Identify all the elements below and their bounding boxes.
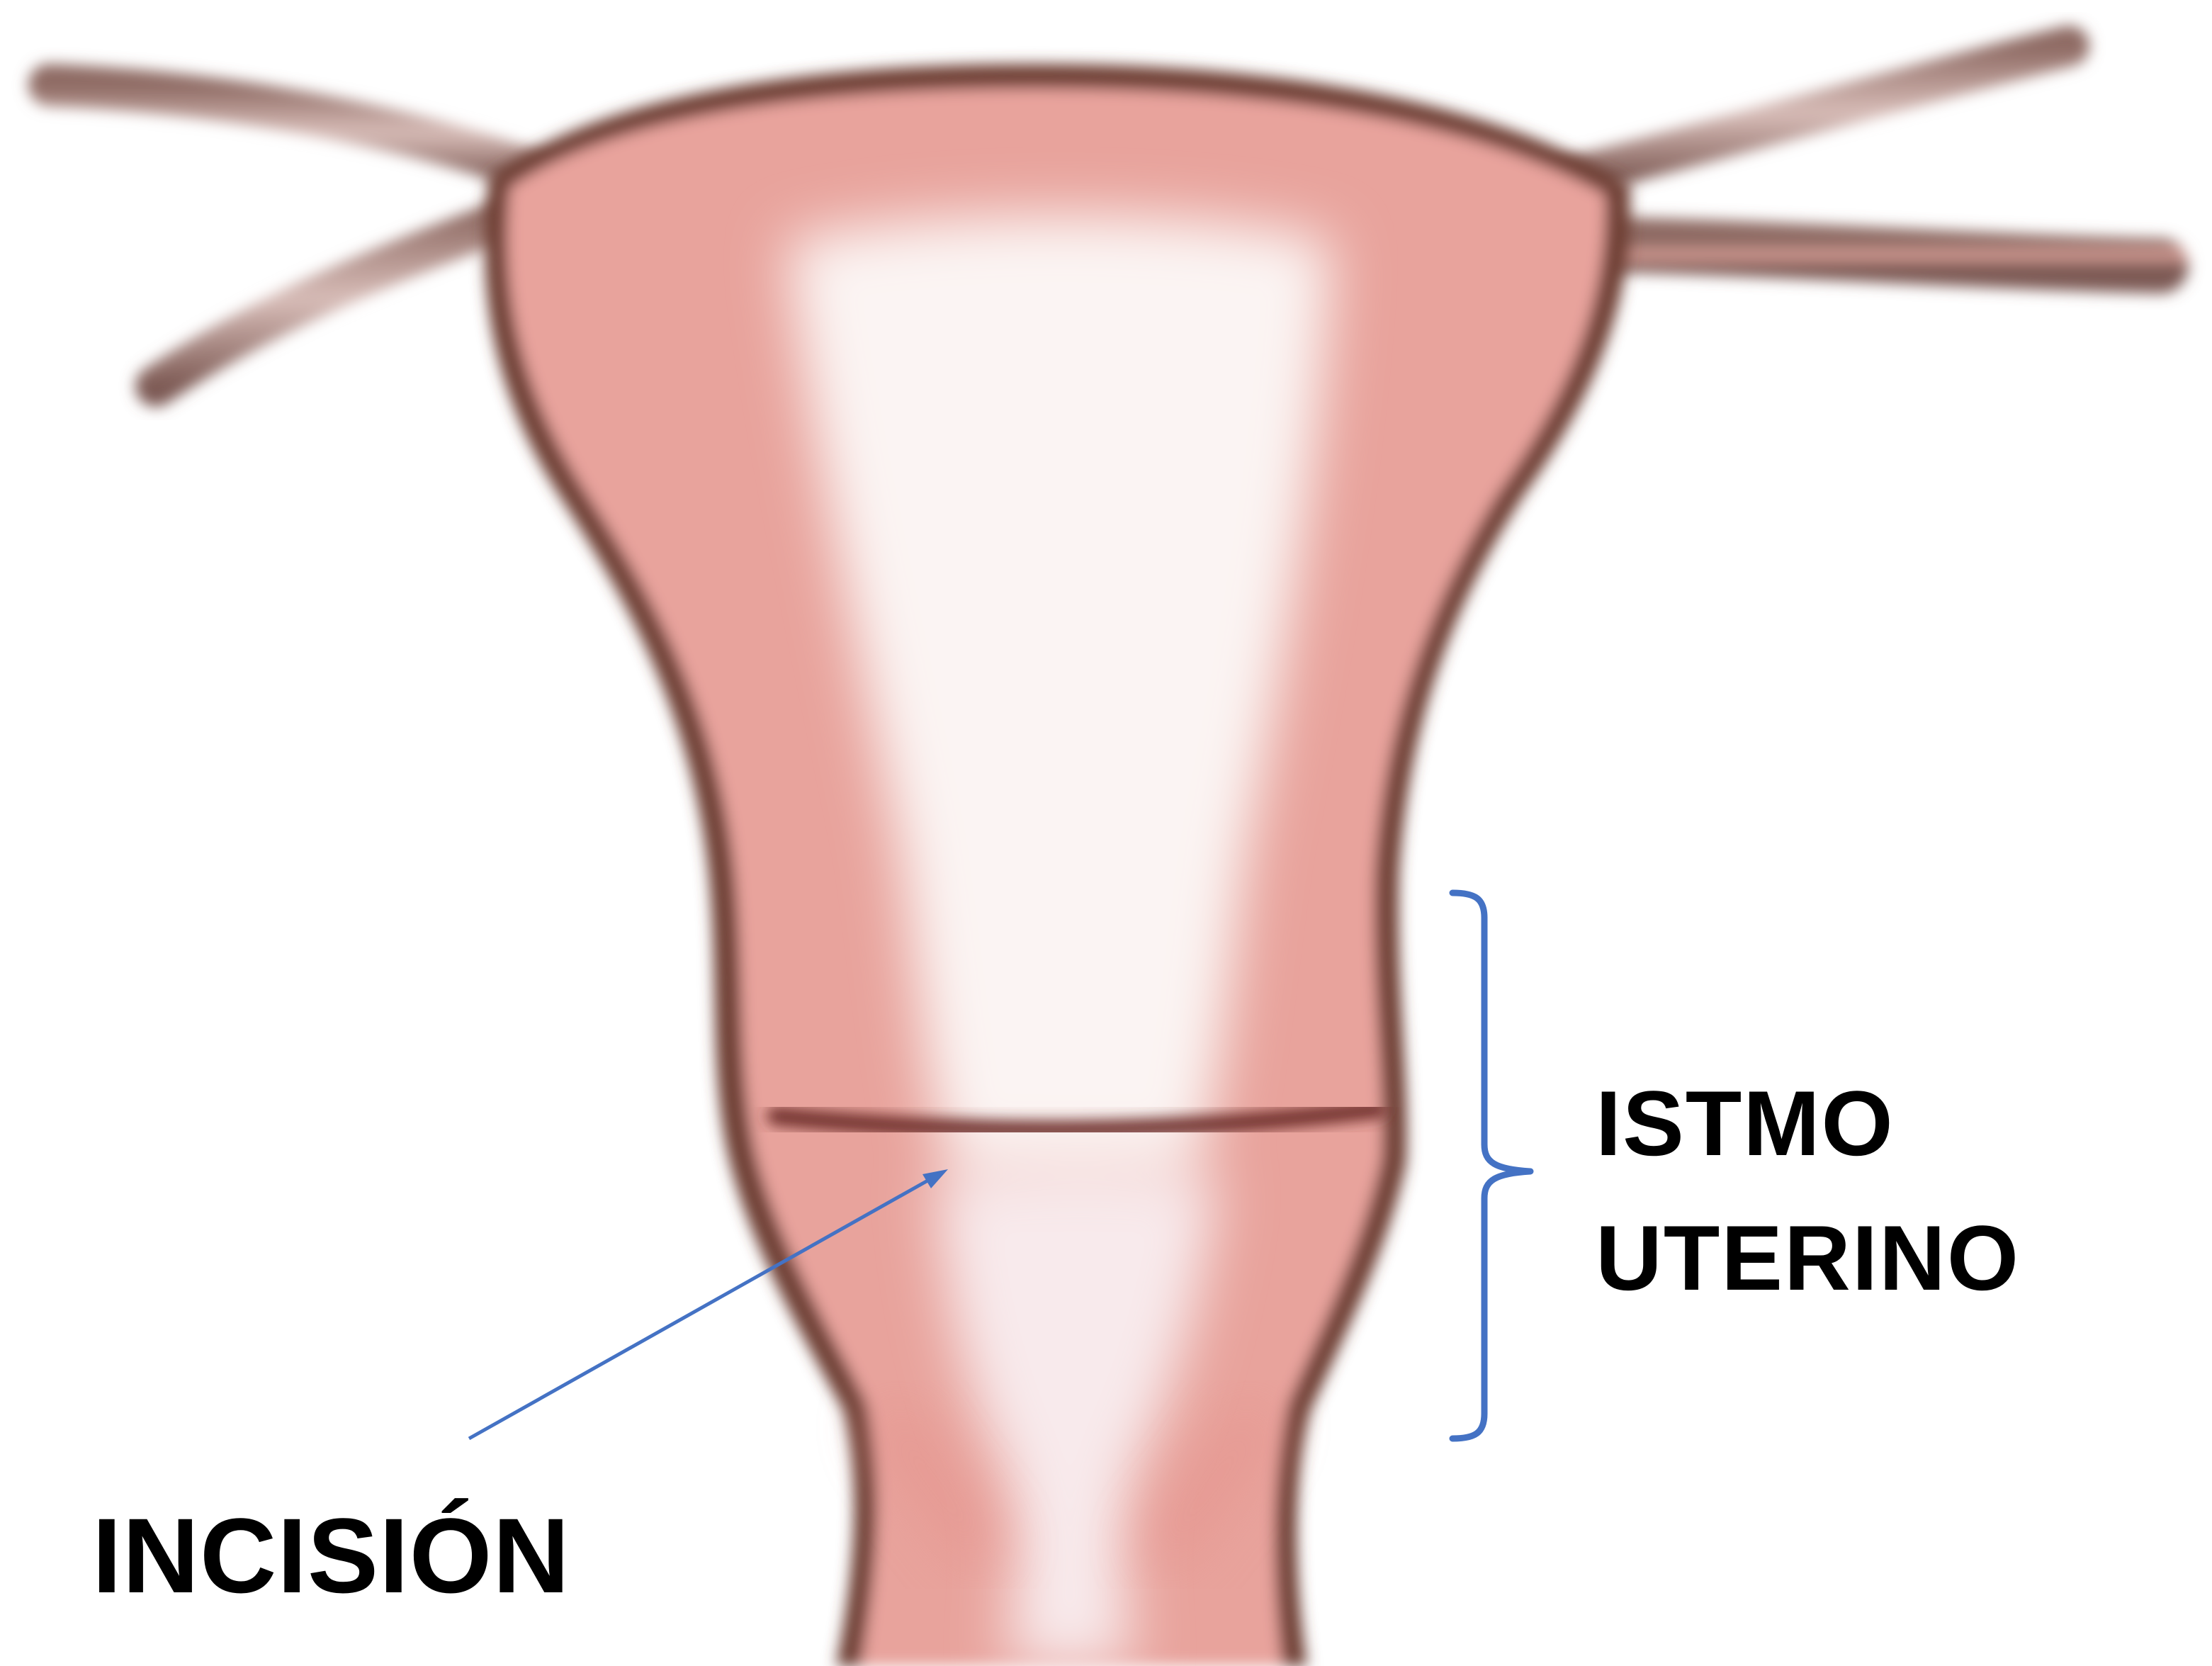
isthmus-bracket xyxy=(1452,893,1530,1439)
isthmus-label-line2: UTERINO xyxy=(1596,1191,2020,1325)
isthmus-label-line1: ISTMO xyxy=(1596,1056,2020,1191)
isthmus-label: ISTMO UTERINO xyxy=(1596,1056,2020,1325)
incision-label: INCISIÓN xyxy=(92,1502,570,1609)
